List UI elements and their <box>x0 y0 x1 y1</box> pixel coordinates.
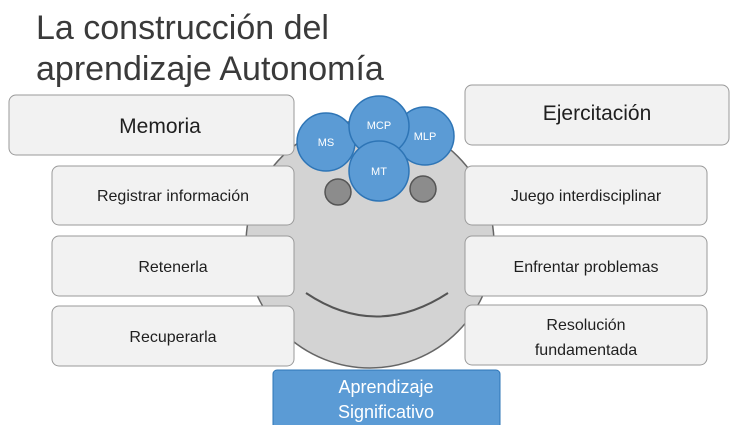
resolucion-label-line2: fundamentada <box>535 342 637 359</box>
title-line-2: aprendizaje Autonomía <box>36 50 384 88</box>
memory-circles: MS MLP MCP MT <box>296 95 455 202</box>
circle-mt-label: MT <box>371 166 387 178</box>
retenerla-label: Retenerla <box>138 259 207 276</box>
enfrentar-box <box>464 235 708 297</box>
resolucion-label-line1: Resolución <box>546 317 625 334</box>
aprendizaje-label-line1: Aprendizaje <box>338 377 433 397</box>
registrar-label: Registrar información <box>97 188 249 205</box>
circle-mlp-label: MLP <box>414 131 437 143</box>
retenerla-box <box>51 235 295 297</box>
ejercitacion-box <box>464 84 730 146</box>
memoria-box <box>8 94 295 156</box>
aprendizaje-label-line2: Significativo <box>338 402 434 422</box>
circle-mcp-label: MCP <box>367 120 391 132</box>
bottom-box-group: Aprendizaje Significativo <box>272 369 501 425</box>
aprendizaje-box <box>272 369 501 425</box>
title-line-1: La construcción del <box>36 9 329 47</box>
circle-mt <box>348 140 410 202</box>
ejercitacion-label: Ejercitación <box>543 102 652 125</box>
resolucion-box <box>464 304 708 366</box>
juego-box <box>464 165 708 226</box>
juego-label: Juego interdisciplinar <box>511 188 662 205</box>
recuperarla-box <box>51 305 295 367</box>
smile <box>305 292 449 318</box>
right-column: Ejercitación Juego interdisciplinar Enfr… <box>464 84 730 366</box>
left-column: Memoria Registrar información Retenerla … <box>8 94 295 367</box>
right-eye <box>409 175 437 203</box>
circle-ms-label: MS <box>318 137 335 149</box>
enfrentar-label: Enfrentar problemas <box>514 259 659 276</box>
registrar-box <box>51 165 295 226</box>
left-eye <box>324 178 352 206</box>
memoria-label: Memoria <box>119 115 201 138</box>
recuperarla-label: Recuperarla <box>129 329 216 346</box>
